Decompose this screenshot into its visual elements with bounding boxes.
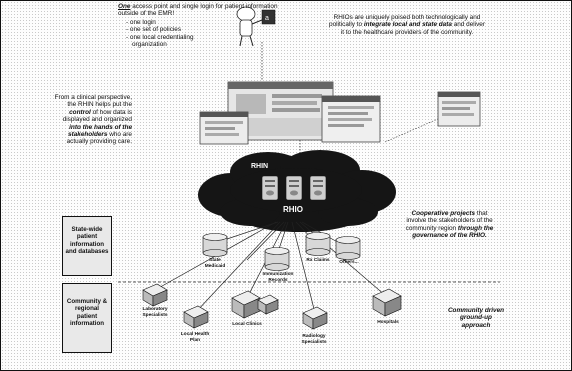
clinical-perspective-text: From a clinical perspective, the RHIN he… bbox=[54, 94, 132, 146]
rhio-positioning-text: RHIOs are uniquely poised both technolog… bbox=[329, 14, 485, 36]
building-icon bbox=[302, 306, 328, 330]
intro-text: One access point and single login for pa… bbox=[118, 3, 278, 18]
notepad-icon bbox=[261, 9, 276, 25]
bullet-item: - one login bbox=[126, 19, 156, 26]
server-icon bbox=[285, 175, 303, 201]
intro-bullets: - one login - one set of policies - one … bbox=[126, 19, 246, 49]
rhio-label: RHIO bbox=[283, 205, 303, 214]
bullet-item: organization bbox=[132, 41, 167, 49]
intro-lead: One bbox=[118, 3, 131, 10]
database-label: Rx Claims bbox=[306, 258, 330, 263]
database-label: State Medicaid bbox=[204, 258, 226, 269]
site-label: Local Clinics bbox=[232, 322, 262, 327]
building-icon bbox=[231, 290, 279, 319]
screen-right-connector bbox=[384, 117, 441, 143]
server-icon bbox=[261, 175, 279, 201]
screenshot-collage bbox=[199, 81, 481, 145]
rhin-label: RHIN bbox=[251, 163, 269, 170]
bullet-item: - one set of policies bbox=[126, 26, 182, 34]
server-icon bbox=[309, 175, 327, 201]
building-icon bbox=[372, 288, 402, 317]
person-icon bbox=[236, 6, 263, 47]
database-icon bbox=[264, 247, 290, 271]
database-icon bbox=[335, 236, 361, 260]
ground-up-text: Community driven ground-up approach bbox=[447, 307, 505, 329]
database-label: Immunization Records bbox=[262, 272, 294, 283]
intro-body: access point and single login for patien… bbox=[118, 3, 278, 18]
database-label: Others... bbox=[339, 260, 359, 265]
community-box: Community & regional patient information bbox=[62, 283, 112, 353]
site-label: Hospitals bbox=[377, 320, 399, 325]
site-label: Radiology Specialists bbox=[301, 334, 327, 345]
state-wide-box: State-wide patient information and datab… bbox=[62, 216, 112, 276]
site-label: Laboratory Specialists bbox=[142, 307, 168, 318]
building-icon bbox=[183, 305, 209, 329]
building-icon bbox=[142, 283, 168, 307]
site-label: Local Health Plan bbox=[180, 332, 210, 343]
svg-text:a: a bbox=[265, 15, 269, 22]
cooperative-projects-text: Cooperative projects that involve the st… bbox=[405, 210, 494, 240]
bullet-item: - one local credentialing bbox=[126, 33, 194, 41]
database-icon bbox=[305, 232, 331, 256]
database-icon bbox=[202, 233, 228, 257]
